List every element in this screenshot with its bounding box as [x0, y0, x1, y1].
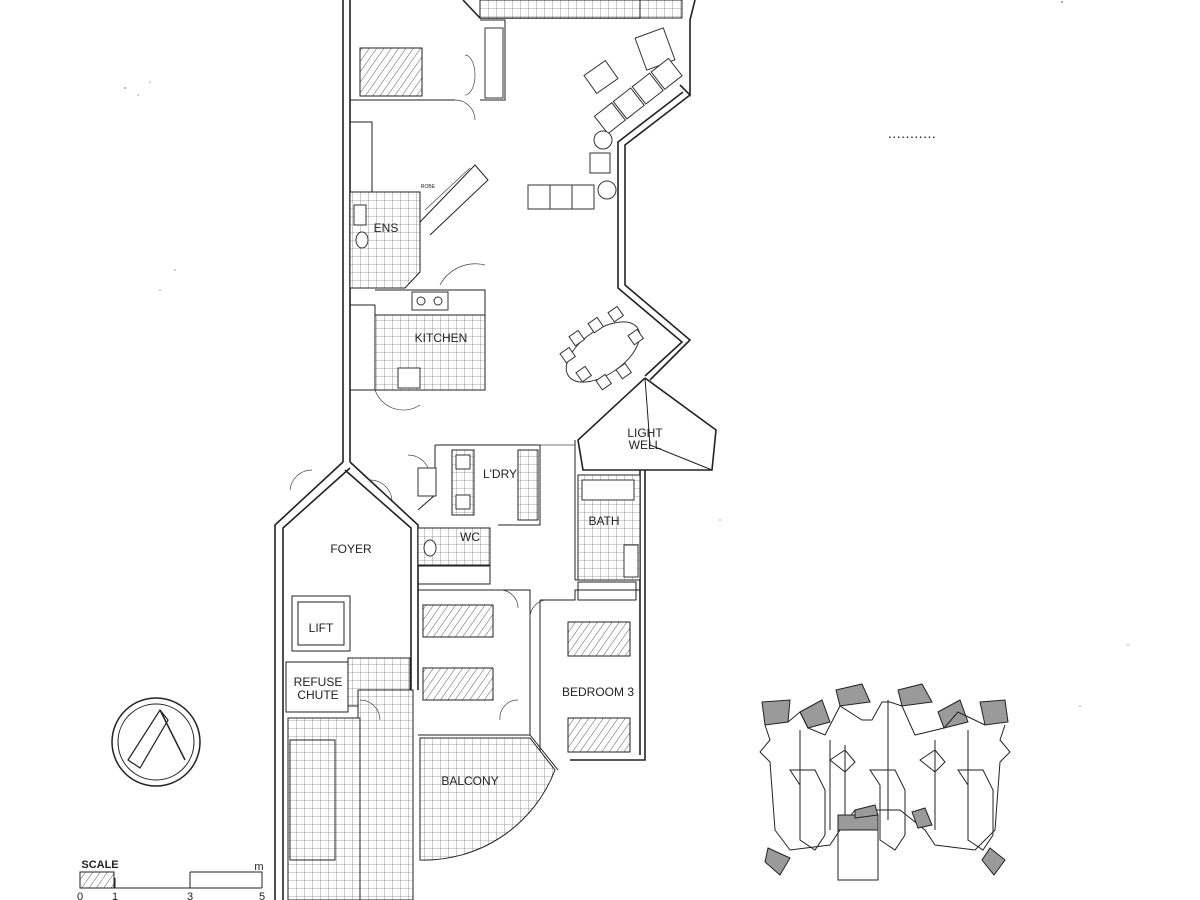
- wc-label: WC: [460, 530, 480, 544]
- kitchen-label: KITCHEN: [415, 331, 468, 345]
- refuse-label-1: REFUSE: [294, 675, 343, 689]
- wc-room: WC: [417, 527, 491, 585]
- living-area: [479, 0, 683, 391]
- stairs-corridor: [287, 657, 414, 900]
- bath-room: BATH: [574, 440, 641, 601]
- bath-label: BATH: [588, 514, 619, 528]
- light-well-label-2: WELL: [629, 438, 662, 452]
- scale-tick-1: 1: [112, 891, 118, 900]
- refuse-label-2: CHUTE: [297, 688, 338, 702]
- compass-icon: [111, 697, 201, 787]
- lift-label: LIFT: [309, 621, 334, 635]
- svg-text:ROBE: ROBE: [421, 184, 436, 190]
- scan-specks: [124, 1, 1129, 707]
- foyer-label: FOYER: [330, 542, 372, 556]
- key-plan: [759, 683, 1011, 881]
- scale-title: SCALE: [81, 859, 118, 871]
- refuse-chute: REFUSE CHUTE: [285, 661, 349, 713]
- ens-room: ENS: [349, 121, 421, 289]
- bedroom-1: [350, 19, 506, 123]
- bedroom-3: BEDROOM 3: [529, 589, 640, 760]
- light-well: LIGHT WELL: [627, 377, 713, 471]
- scale-tick-3: 3: [187, 891, 193, 900]
- laundry-label: L'DRY: [483, 467, 517, 481]
- scale-unit: m: [254, 861, 263, 873]
- scale-bar: SCALE m 0 1 3 5: [77, 859, 265, 900]
- foyer: FOYER: [289, 469, 393, 556]
- lift: LIFT: [291, 595, 351, 652]
- balcony: BALCONY: [419, 734, 559, 861]
- laundry-room: L'DRY: [407, 444, 575, 526]
- bedroom-2: [418, 589, 531, 736]
- scale-tick-0: 0: [77, 891, 83, 900]
- kitchen-room: KITCHEN: [349, 263, 486, 411]
- bedroom3-label: BEDROOM 3: [562, 685, 634, 699]
- balcony-label: BALCONY: [441, 774, 498, 788]
- light-well-label-1: LIGHT: [627, 426, 663, 440]
- dotted-mark: ...........: [888, 125, 936, 141]
- scale-tick-5: 5: [259, 891, 265, 900]
- ens-label: ENS: [374, 221, 399, 235]
- robe: ROBE: [419, 164, 489, 236]
